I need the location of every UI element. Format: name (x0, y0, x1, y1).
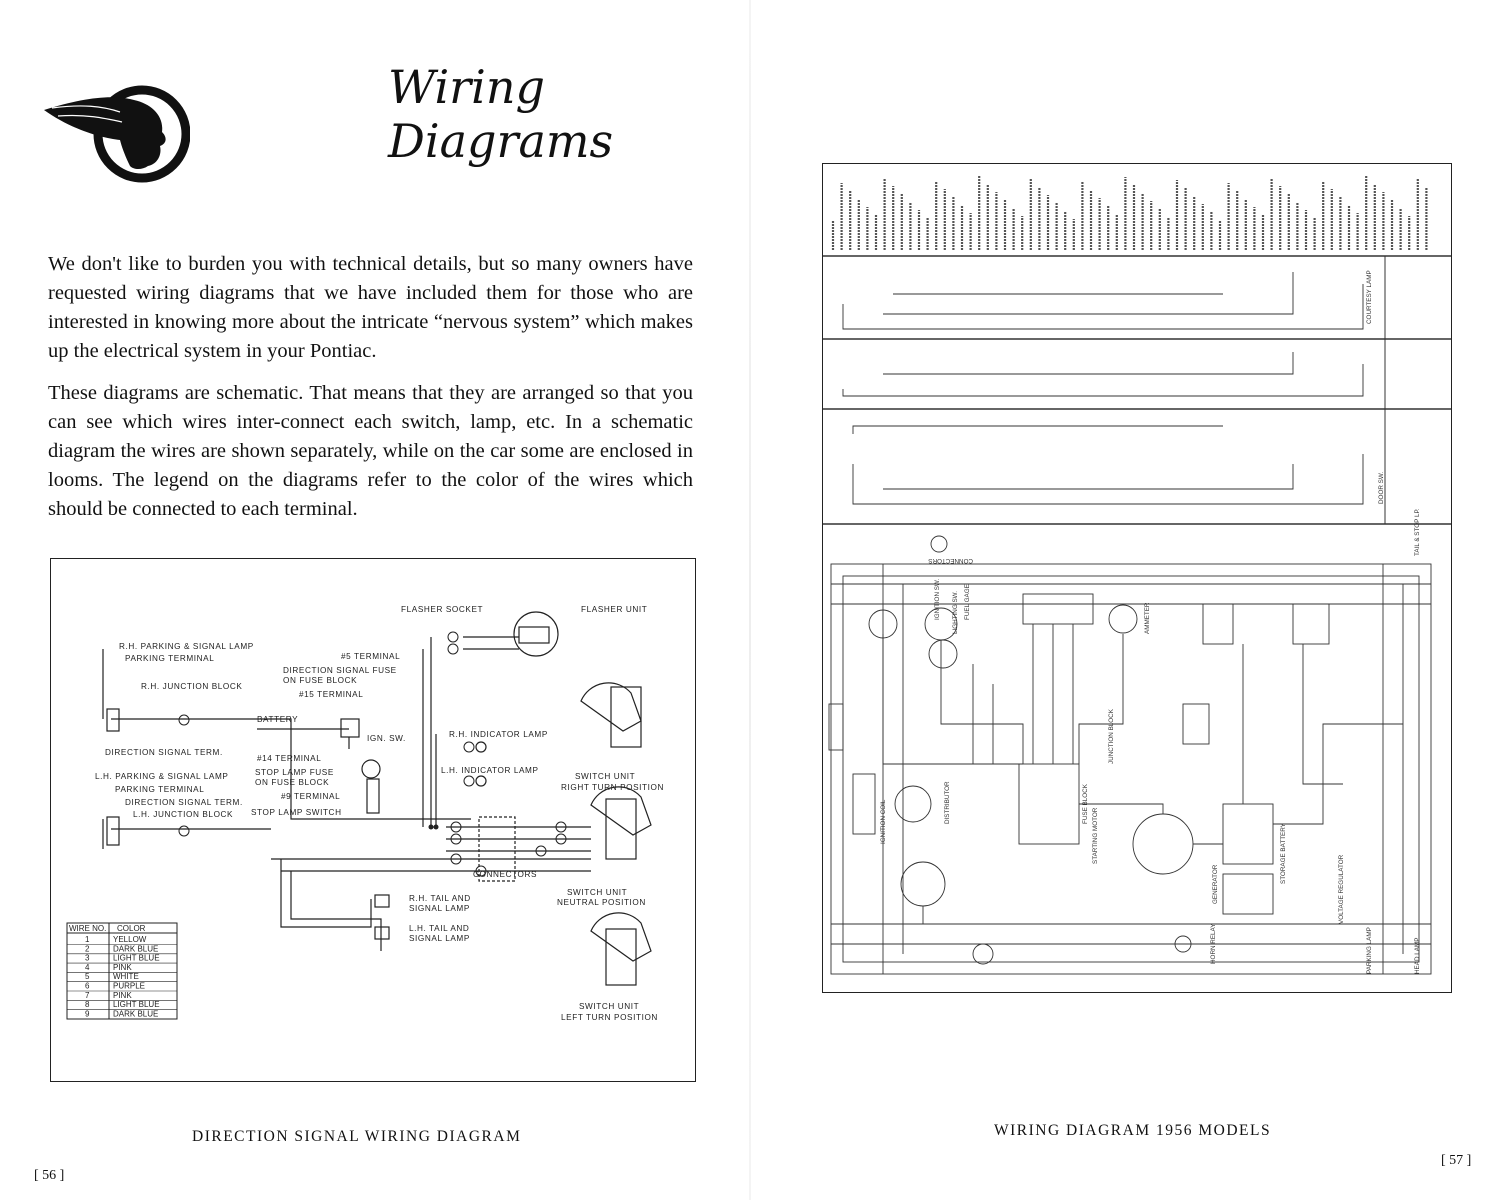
svg-text:HORN RELAY: HORN RELAY (1210, 923, 1217, 964)
wire-number: 4 (85, 963, 90, 972)
direction-signal-wiring-diagram: FLASHER SOCKET FLASHER UNIT R.H. PARKING… (50, 558, 696, 1082)
wire-number: 7 (85, 991, 90, 1000)
rh-tail-and-label: R.H. TAIL AND (409, 894, 471, 903)
full-car-wiring-schematic: TAIL & STOP LP. HEAD LAMP PARKING LAMP I… (823, 176, 1451, 975)
svg-text:CONNECTORS: CONNECTORS (928, 557, 973, 564)
svg-text:STARTING MOTOR: STARTING MOTOR (1092, 807, 1099, 864)
wire-number: 8 (85, 1000, 90, 1009)
parking-terminal-label: PARKING TERMINAL (125, 654, 214, 663)
page-number-left: [ 56 ] (34, 1168, 65, 1183)
parking-terminal-lh-label: PARKING TERMINAL (115, 785, 204, 794)
t9-terminal-label: #9 TERMINAL (281, 792, 340, 801)
page-number-right: [ 57 ] (1441, 1153, 1472, 1168)
flasher-unit-label: FLASHER UNIT (581, 605, 647, 614)
svg-text:HEAD LAMP: HEAD LAMP (1414, 938, 1421, 974)
wire-number: 6 (85, 982, 90, 991)
wire-color: YELLOW (113, 935, 147, 944)
direction-signal-fuse-label: DIRECTION SIGNAL FUSE (283, 666, 397, 675)
wire-color: LIGHT BLUE (113, 954, 160, 963)
svg-text:GENERATOR: GENERATOR (1212, 864, 1219, 904)
wire-number: 5 (85, 972, 90, 981)
svg-text:TAIL & STOP LP.: TAIL & STOP LP. (1414, 508, 1421, 556)
rh-junction-block-label: R.H. JUNCTION BLOCK (141, 682, 242, 691)
stop-lamp-switch-label: STOP LAMP SWITCH (251, 808, 342, 817)
wire-color: WHITE (113, 972, 139, 981)
right-turn-position-label: RIGHT TURN POSITION (561, 783, 664, 792)
direction-signal-term-lh-label: DIRECTION SIGNAL TERM. (125, 798, 243, 807)
direction-signal-term-rh-label: DIRECTION SIGNAL TERM. (105, 748, 223, 757)
battery-label: BATTERY (257, 715, 298, 724)
wire-color: PINK (113, 991, 132, 1000)
wire-number: 2 (85, 944, 90, 953)
lh-junction-block-label: L.H. JUNCTION BLOCK (133, 810, 233, 819)
left-page: Wiring Diagrams We don't like to burden … (34, 60, 696, 1183)
wire-no-header: WIRE NO. (69, 924, 106, 933)
svg-text:COURTESY LAMP: COURTESY LAMP (1366, 270, 1373, 324)
svg-text:JUNCTION BLOCK: JUNCTION BLOCK (1108, 708, 1115, 764)
page-title: Wiring Diagrams (388, 60, 614, 168)
lh-indicator-lamp-label: L.H. INDICATOR LAMP (441, 766, 539, 775)
svg-text:DOOR SW.: DOOR SW. (1378, 472, 1385, 504)
schematic-paragraph: These diagrams are schematic. That means… (48, 382, 693, 520)
switch-unit-label-1: SWITCH UNIT (575, 772, 635, 781)
wire-number: 9 (85, 1009, 90, 1018)
left-diagram-caption: DIRECTION SIGNAL WIRING DIAGRAM (192, 1128, 522, 1145)
wire-color: LIGHT BLUE (113, 1000, 160, 1009)
svg-text:LIGHTING SW.: LIGHTING SW. (952, 591, 959, 634)
lh-parking-signal-lamp-label: L.H. PARKING & SIGNAL LAMP (95, 772, 228, 781)
wire-color: DARK BLUE (113, 1009, 158, 1018)
right-diagram-caption: WIRING DIAGRAM 1956 MODELS (994, 1122, 1272, 1139)
svg-text:IGNITION SW.: IGNITION SW. (934, 578, 941, 620)
lh-tail-and-label: L.H. TAIL AND (409, 924, 469, 933)
wire-color: PURPLE (113, 982, 145, 991)
t15-terminal-label: #15 TERMINAL (299, 690, 363, 699)
on-fuse-block-label: ON FUSE BLOCK (283, 676, 357, 685)
pontiac-indian-head-icon (44, 85, 190, 183)
lh-signal-lamp-label: SIGNAL LAMP (409, 934, 470, 943)
svg-text:VOLTAGE REGULATOR: VOLTAGE REGULATOR (1338, 854, 1345, 924)
wiring-diagram-1956-models: TAIL & STOP LP. HEAD LAMP PARKING LAMP I… (822, 163, 1452, 993)
intro-paragraph: We don't like to burden you with technic… (48, 253, 693, 362)
svg-text:AMMETER: AMMETER (1144, 602, 1151, 634)
ign-sw-label: IGN. SW. (367, 734, 406, 743)
t14-terminal-label: #14 TERMINAL (257, 754, 321, 763)
svg-text:DISTRIBUTOR: DISTRIBUTOR (944, 781, 951, 824)
rh-indicator-lamp-label: R.H. INDICATOR LAMP (449, 730, 548, 739)
rh-signal-lamp-label: SIGNAL LAMP (409, 904, 470, 913)
rh-parking-signal-lamp-label: R.H. PARKING & SIGNAL LAMP (119, 642, 254, 651)
wire-number: 3 (85, 954, 90, 963)
neutral-position-label: NEUTRAL POSITION (557, 898, 646, 907)
svg-text:FUEL GAGE: FUEL GAGE (964, 584, 971, 620)
svg-text:FUSE BLOCK: FUSE BLOCK (1082, 783, 1089, 824)
wire-color: PINK (113, 963, 132, 972)
color-header: COLOR (117, 924, 146, 933)
left-turn-position-label: LEFT TURN POSITION (561, 1013, 658, 1022)
stop-lamp-fuse-label: STOP LAMP FUSE (255, 768, 334, 777)
t5-terminal-label: #5 TERMINAL (341, 652, 400, 661)
wire-color: DARK BLUE (113, 944, 158, 953)
direction-signal-schematic: FLASHER SOCKET FLASHER UNIT R.H. PARKING… (66, 605, 664, 1022)
svg-text:PARKING LAMP: PARKING LAMP (1366, 927, 1373, 974)
flasher-socket-label: FLASHER SOCKET (401, 605, 483, 614)
switch-unit-label-3: SWITCH UNIT (579, 1002, 639, 1011)
svg-text:STORAGE BATTERY: STORAGE BATTERY (1280, 822, 1287, 884)
switch-unit-label-2: SWITCH UNIT (567, 888, 627, 897)
svg-text:IGNITION COIL: IGNITION COIL (880, 799, 887, 844)
wire-number: 1 (85, 935, 90, 944)
on-fuse-block-2-label: ON FUSE BLOCK (255, 778, 329, 787)
connectors-label: CONNECTORS (473, 870, 537, 879)
page-fold (749, 0, 751, 1200)
